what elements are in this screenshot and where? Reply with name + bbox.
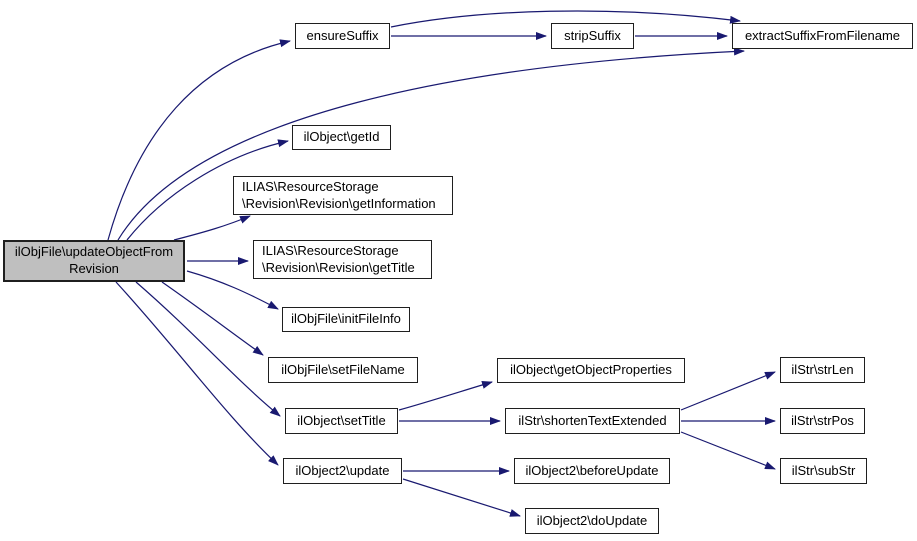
edge-ensure-suffix-to-extract-suffix-from-filename [390,10,741,28]
node-update[interactable]: ilObject2\update [283,458,402,484]
edge-main-to-get-information [173,215,251,241]
node-str-pos[interactable]: ilStr\strPos [780,408,865,434]
node-get-information[interactable]: ILIAS\ResourceStorage \Revision\Revision… [233,176,453,215]
node-extract-suffix-from-filename[interactable]: extractSuffixFromFilename [732,23,913,49]
node-set-title[interactable]: ilObject\setTitle [285,408,398,434]
node-do-update[interactable]: ilObject2\doUpdate [525,508,659,534]
node-get-title[interactable]: ILIAS\ResourceStorage \Revision\Revision… [253,240,432,279]
edge-main-to-get-id [126,139,289,241]
edge-shorten-text-extended-to-sub-str [680,431,776,470]
node-get-object-properties[interactable]: ilObject\getObjectProperties [497,358,685,383]
node-shorten-text-extended[interactable]: ilStr\shortenTextExtended [505,408,680,434]
node-init-file-info[interactable]: ilObjFile\initFileInfo [282,307,410,332]
edge-update-to-do-update [402,478,521,517]
node-set-file-name[interactable]: ilObjFile\setFileName [268,357,418,383]
node-sub-str[interactable]: ilStr\subStr [780,458,867,484]
edge-set-title-to-get-object-properties [398,381,493,411]
node-strip-suffix[interactable]: stripSuffix [551,23,634,49]
node-ensure-suffix[interactable]: ensureSuffix [295,23,390,49]
node-before-update[interactable]: ilObject2\beforeUpdate [514,458,670,484]
edge-main-to-extract-suffix-from-filename [117,47,745,241]
node-str-len[interactable]: ilStr\strLen [780,357,865,383]
edge-main-to-set-title [135,281,281,417]
edge-shorten-text-extended-to-str-len [680,371,776,411]
node-get-id[interactable]: ilObject\getId [292,125,391,150]
node-update-object-from-revision[interactable]: ilObjFile\updateObjectFrom Revision [3,240,185,282]
edge-main-to-init-file-info [186,270,279,310]
edge-main-to-update [115,281,279,466]
edge-main-to-ensure-suffix [107,39,291,241]
edge-main-to-set-file-name [161,281,264,356]
